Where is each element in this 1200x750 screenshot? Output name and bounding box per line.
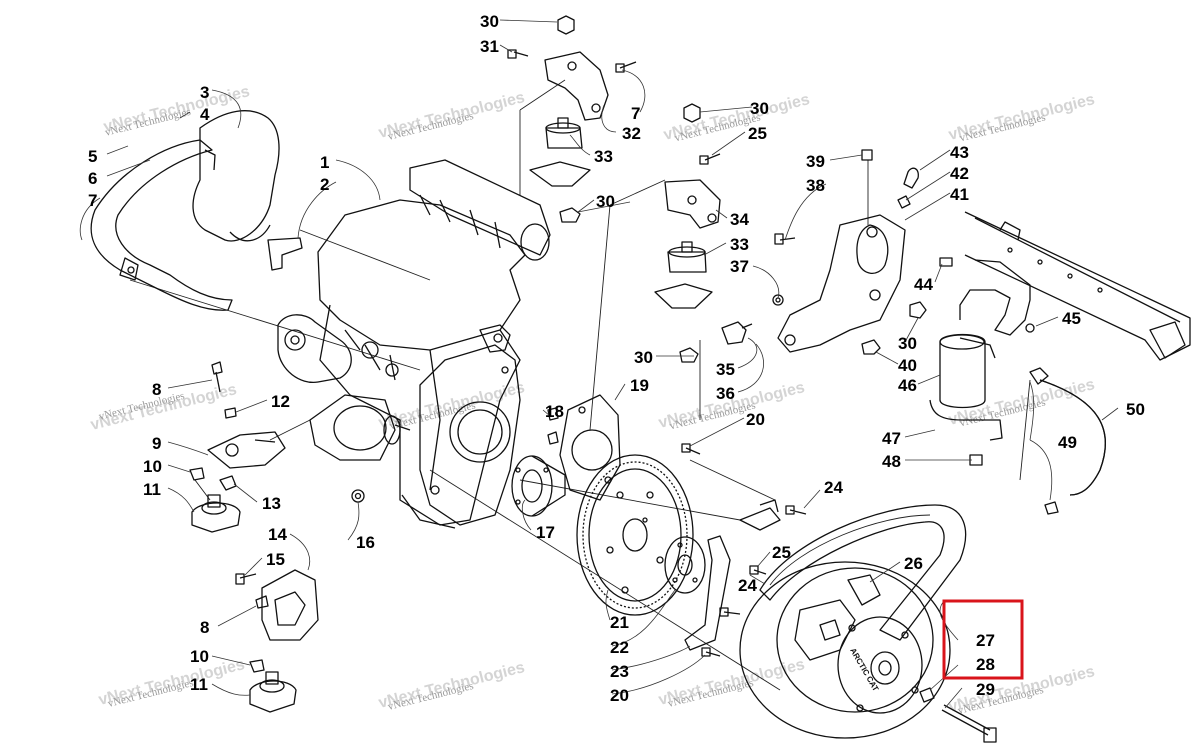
left-front-mount (189, 361, 286, 533)
drive-belt (759, 504, 967, 641)
oil-pump (277, 314, 352, 383)
fuel-filter-assembly (929, 257, 1107, 515)
callout-44[interactable]: 44 (914, 275, 933, 294)
callout-10[interactable]: 10 (190, 647, 209, 666)
callout-34[interactable]: 34 (730, 210, 749, 229)
engine-block (317, 159, 551, 529)
callout-8[interactable]: 8 (200, 618, 209, 637)
frame-tube (964, 211, 1191, 361)
callout-5[interactable]: 5 (88, 147, 97, 166)
callout-40[interactable]: 40 (898, 356, 917, 375)
stator-cover (419, 324, 521, 526)
callout-37[interactable]: 37 (730, 257, 749, 276)
gasket-plate (547, 394, 621, 501)
callout-47[interactable]: 47 (882, 429, 901, 448)
callout-36[interactable]: 36 (716, 384, 735, 403)
right-mount-bracket (721, 149, 927, 355)
callout-7[interactable]: 7 (88, 191, 97, 210)
callout-25[interactable]: 25 (772, 543, 791, 562)
centre-lines (129, 79, 1031, 691)
hub-plate-22 (664, 536, 706, 594)
callout-28[interactable]: 28 (976, 655, 995, 674)
callout-23[interactable]: 23 (610, 662, 629, 681)
callout-30[interactable]: 30 (596, 192, 615, 211)
callout-labels: 30 31 7 32 33 30 3 4 5 6 7 1 2 30 25 34 … (88, 12, 1145, 705)
callout-33[interactable]: 33 (730, 235, 749, 254)
callout-11[interactable]: 11 (190, 675, 208, 694)
clutch-brand-lettering: ARCTIC CAT (848, 647, 880, 693)
callout-45[interactable]: 45 (1062, 309, 1081, 328)
callout-25[interactable]: 25 (748, 124, 767, 143)
callout-46[interactable]: 46 (898, 376, 917, 395)
left-rear-mount (235, 569, 319, 713)
callout-30[interactable]: 30 (898, 334, 917, 353)
callout-6[interactable]: 6 (88, 169, 97, 188)
callout-17[interactable]: 17 (536, 523, 555, 542)
callout-21[interactable]: 21 (610, 613, 629, 632)
callout-27[interactable]: 27 (976, 631, 995, 650)
callout-43[interactable]: 43 (950, 143, 969, 162)
callout-30[interactable]: 30 (634, 348, 653, 367)
flywheel (576, 454, 694, 616)
bolts-20-24-25 (681, 443, 807, 657)
callout-50[interactable]: 50 (1126, 400, 1145, 419)
callout-19[interactable]: 19 (630, 376, 649, 395)
callout-48[interactable]: 48 (882, 452, 901, 471)
callout-32[interactable]: 32 (622, 124, 641, 143)
washer-16 (351, 489, 365, 503)
callout-33[interactable]: 33 (594, 147, 613, 166)
callout-13[interactable]: 13 (262, 494, 281, 513)
callout-49[interactable]: 49 (1058, 433, 1077, 452)
bolt-29 (919, 687, 997, 743)
callout-14[interactable]: 14 (268, 525, 287, 544)
callout-22[interactable]: 22 (610, 638, 629, 657)
callout-16[interactable]: 16 (356, 533, 375, 552)
crank-coupler (511, 455, 566, 517)
callout-12[interactable]: 12 (271, 392, 290, 411)
drive-clutch: ARCTIC CAT (739, 561, 951, 739)
middle-mount-assembly (654, 103, 721, 363)
callout-2[interactable]: 2 (320, 175, 329, 194)
top-mount-assembly (507, 15, 637, 223)
callout-8[interactable]: 8 (152, 380, 161, 399)
callout-15[interactable]: 15 (266, 550, 285, 569)
callout-42[interactable]: 42 (950, 164, 969, 183)
starter-motor (309, 394, 411, 461)
callout-31[interactable]: 31 (480, 37, 499, 56)
callout-24[interactable]: 24 (824, 478, 843, 497)
callout-20[interactable]: 20 (746, 410, 765, 429)
callout-11[interactable]: 11 (143, 480, 161, 499)
callout-38[interactable]: 38 (806, 176, 825, 195)
callout-18[interactable]: 18 (545, 402, 564, 421)
bracket-2 (267, 237, 303, 271)
leader-lines (79, 19, 1119, 709)
callout-30[interactable]: 30 (480, 12, 499, 31)
callout-41[interactable]: 41 (950, 185, 969, 204)
callout-7[interactable]: 7 (631, 104, 640, 123)
callout-1[interactable]: 1 (320, 153, 329, 172)
callout-10[interactable]: 10 (143, 457, 162, 476)
callout-24[interactable]: 24 (738, 576, 757, 595)
selection-highlight-box[interactable] (942, 599, 1024, 680)
callout-30[interactable]: 30 (750, 99, 769, 118)
belt-guard (90, 110, 280, 311)
callout-4[interactable]: 4 (200, 105, 210, 124)
callout-20[interactable]: 20 (610, 686, 629, 705)
bracket-23 (684, 499, 781, 651)
callout-9[interactable]: 9 (152, 434, 161, 453)
callout-3[interactable]: 3 (200, 83, 209, 102)
callout-35[interactable]: 35 (716, 360, 735, 379)
callout-26[interactable]: 26 (904, 554, 923, 573)
callout-39[interactable]: 39 (806, 152, 825, 171)
callout-29[interactable]: 29 (976, 680, 995, 699)
